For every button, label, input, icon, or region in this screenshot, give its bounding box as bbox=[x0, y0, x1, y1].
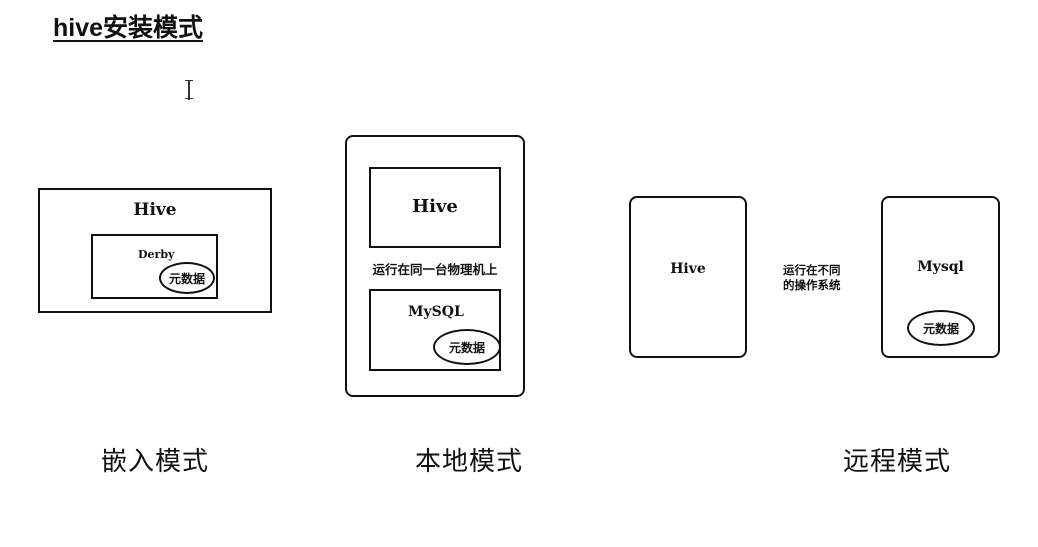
embedded-hive-label: Hive bbox=[133, 200, 177, 220]
local-hive-label: Hive bbox=[412, 196, 458, 217]
local-mysql-label: MySQL bbox=[408, 304, 464, 320]
local-hive-box bbox=[369, 167, 501, 248]
embedded-mode-caption: 嵌入模式 bbox=[101, 447, 210, 477]
remote-different-os-text-line2: 的操作系统 bbox=[783, 278, 841, 292]
remote-mode-caption: 远程模式 bbox=[843, 447, 952, 477]
local-mode-caption: 本地模式 bbox=[415, 447, 524, 477]
remote-hive-box bbox=[629, 196, 747, 358]
remote-mysql-label: Mysql bbox=[917, 259, 964, 275]
local-metadata-ellipse: 元数据 bbox=[433, 329, 501, 365]
embedded-metadata-ellipse: 元数据 bbox=[159, 262, 215, 294]
remote-different-os-text-line1: 运行在不同 bbox=[783, 263, 841, 277]
text-cursor-icon bbox=[184, 80, 194, 102]
page-title: hive安装模式 bbox=[53, 14, 204, 42]
local-same-machine-text: 运行在同一台物理机上 bbox=[372, 262, 498, 277]
embedded-derby-label: Derby bbox=[138, 248, 175, 261]
remote-hive-label: Hive bbox=[670, 261, 706, 277]
remote-metadata-ellipse: 元数据 bbox=[907, 310, 975, 346]
